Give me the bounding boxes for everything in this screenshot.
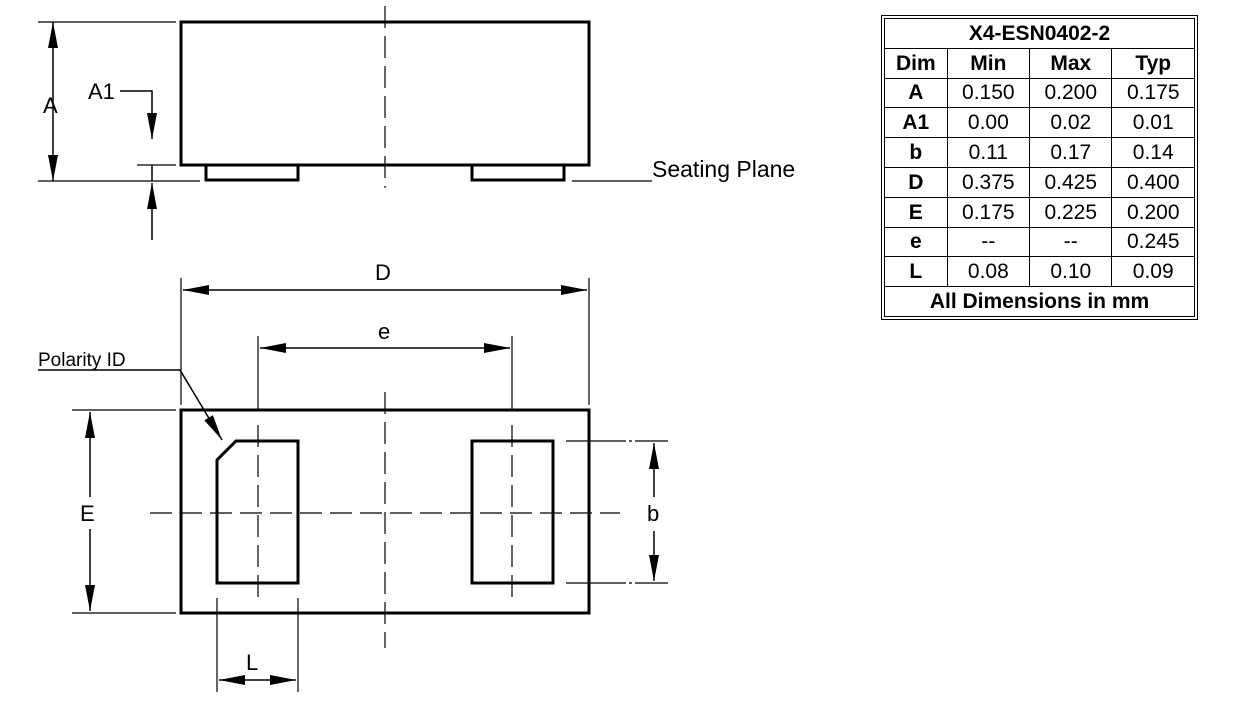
side-view: A A1 Seating Plane [38,6,795,240]
label-A: A [43,93,58,118]
row-min: 0.08 [946,256,1031,288]
label-A1: A1 [88,79,115,104]
table-row: b 0.11 0.17 0.14 [884,137,1195,168]
bottom-view: D e Polarity ID E b L [38,260,668,692]
row-typ: 0.200 [1111,196,1195,228]
row-min: 0.375 [946,166,1031,198]
row-typ: 0.400 [1111,166,1195,198]
header-typ: Typ [1111,47,1195,79]
row-max: 0.10 [1029,256,1113,288]
row-min: 0.175 [946,196,1031,228]
side-right-terminal [470,163,566,182]
row-dim: E [884,196,948,228]
dimensions-grid: X4-ESN0402-2 Dim Min Max Typ A 0.150 0.2… [884,18,1195,317]
label-L: L [246,650,258,675]
table-row: D 0.375 0.425 0.400 [884,166,1195,198]
label-E: E [80,501,95,526]
label-seating-plane: Seating Plane [652,156,795,182]
header-min: Min [946,47,1031,79]
row-max: 0.425 [1029,166,1113,198]
table-row: A1 0.00 0.02 0.01 [884,107,1195,139]
row-max: 0.225 [1029,196,1113,228]
label-polarity-id: Polarity ID [38,350,126,371]
row-typ: 0.14 [1111,137,1195,168]
row-min: 0.00 [946,107,1031,139]
row-max: -- [1029,226,1113,258]
row-typ: 0.09 [1111,256,1195,288]
table-title: X4-ESN0402-2 [884,18,1195,49]
row-dim: L [884,256,948,288]
row-min: 0.150 [946,77,1031,109]
dimensions-table: X4-ESN0402-2 Dim Min Max Typ A 0.150 0.2… [881,15,1198,320]
row-dim: b [884,137,948,168]
row-dim: A [884,77,948,109]
label-e: e [378,319,390,344]
side-left-terminal [204,163,300,182]
table-row: A 0.150 0.200 0.175 [884,77,1195,109]
row-min: -- [946,226,1031,258]
label-D: D [375,260,391,285]
row-max: 0.200 [1029,77,1113,109]
row-dim: D [884,166,948,198]
row-max: 0.17 [1029,137,1113,168]
row-typ: 0.175 [1111,77,1195,109]
row-min: 0.11 [946,137,1031,168]
label-b: b [647,501,659,526]
table-footer: All Dimensions in mm [884,286,1195,317]
row-typ: 0.01 [1111,107,1195,139]
table-row: e -- -- 0.245 [884,226,1195,258]
row-dim: e [884,226,948,258]
row-max: 0.02 [1029,107,1113,139]
row-dim: A1 [884,107,948,139]
table-row: E 0.175 0.225 0.200 [884,196,1195,228]
header-dim: Dim [884,47,948,79]
header-max: Max [1029,47,1113,79]
table-row: L 0.08 0.10 0.09 [884,256,1195,288]
row-typ: 0.245 [1111,226,1195,258]
